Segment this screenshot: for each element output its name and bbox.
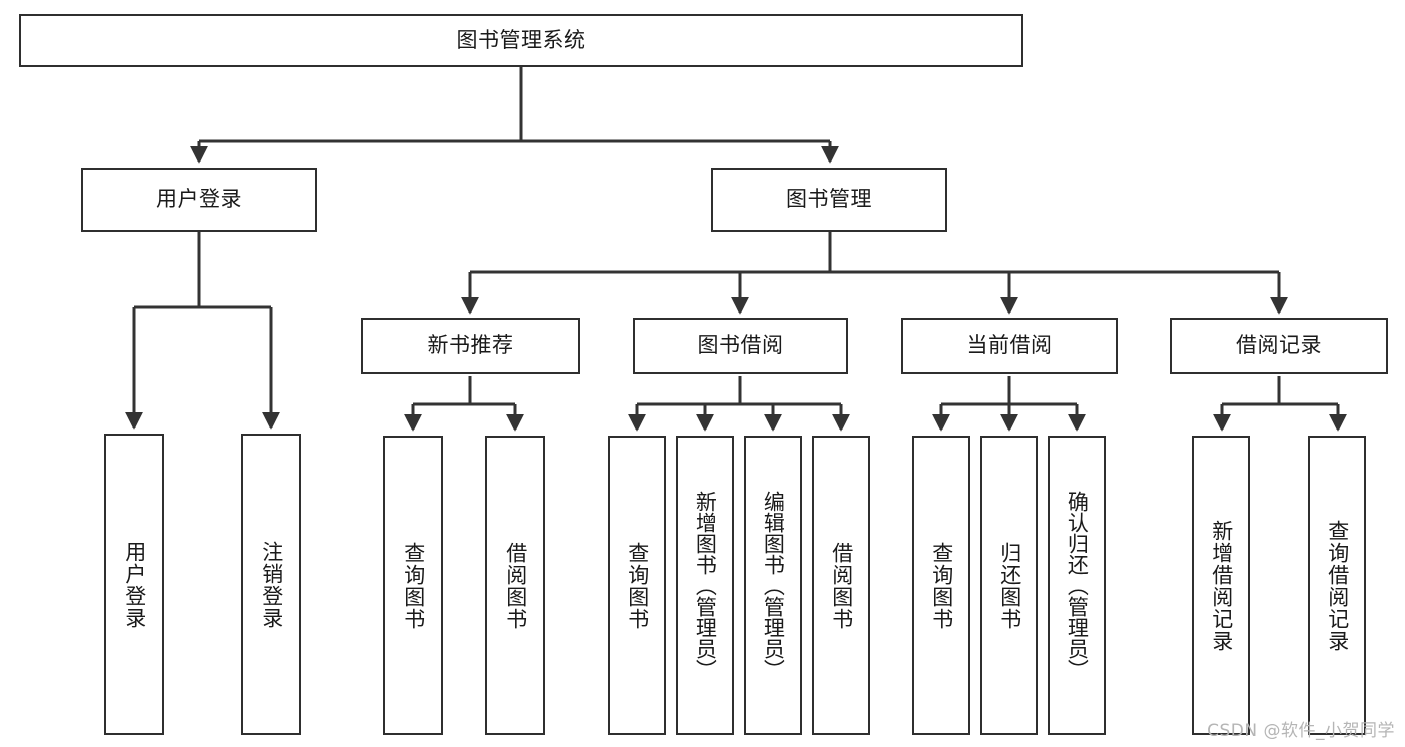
node-label: 查询图书 (625, 541, 650, 630)
node-label: 编辑图书（管理员） (761, 491, 786, 680)
leaf-add-borrow-record[interactable]: 新增借阅记录 (1192, 436, 1250, 735)
node-label: 新书推荐 (427, 333, 514, 358)
node-label: 查询借阅记录 (1325, 519, 1350, 652)
node-label: 新增借阅记录 (1209, 519, 1234, 652)
node-new-book-recommend[interactable]: 新书推荐 (361, 318, 580, 374)
node-borrow-record[interactable]: 借阅记录 (1170, 318, 1388, 374)
node-label: 图书借阅 (697, 333, 784, 358)
node-label: 新增图书（管理员） (693, 491, 718, 680)
leaf-logout[interactable]: 注销登录 (241, 434, 301, 735)
node-label: 查询图书 (401, 541, 426, 630)
node-label: 确认归还（管理员） (1065, 491, 1090, 680)
node-book-management[interactable]: 图书管理 (711, 168, 947, 232)
node-label: 用户登录 (156, 187, 242, 212)
leaf-add-book-admin[interactable]: 新增图书（管理员） (676, 436, 734, 735)
leaf-query-book-recommend[interactable]: 查询图书 (383, 436, 443, 735)
node-user-login[interactable]: 用户登录 (81, 168, 317, 232)
leaf-return-book[interactable]: 归还图书 (980, 436, 1038, 735)
node-book-borrow[interactable]: 图书借阅 (633, 318, 848, 374)
node-label: 图书管理系统 (456, 27, 586, 52)
node-label: 借阅图书 (829, 541, 854, 630)
leaf-query-book-current[interactable]: 查询图书 (912, 436, 970, 735)
leaf-query-borrow-record[interactable]: 查询借阅记录 (1308, 436, 1366, 735)
node-root-system[interactable]: 图书管理系统 (19, 14, 1023, 67)
leaf-confirm-return-admin[interactable]: 确认归还（管理员） (1048, 436, 1106, 735)
node-label: 当前借阅 (966, 333, 1053, 358)
leaf-user-login[interactable]: 用户登录 (104, 434, 164, 735)
node-label: 借阅图书 (503, 541, 528, 630)
node-label: 查询图书 (929, 541, 954, 630)
node-current-borrow[interactable]: 当前借阅 (901, 318, 1118, 374)
leaf-borrow-book[interactable]: 借阅图书 (812, 436, 870, 735)
node-label: 用户登录 (122, 540, 147, 629)
node-label: 图书管理 (786, 187, 872, 212)
node-label: 注销登录 (259, 540, 284, 629)
leaf-query-book-borrow[interactable]: 查询图书 (608, 436, 666, 735)
leaf-edit-book-admin[interactable]: 编辑图书（管理员） (744, 436, 802, 735)
leaf-borrow-book-recommend[interactable]: 借阅图书 (485, 436, 545, 735)
node-label: 归还图书 (997, 541, 1022, 630)
node-label: 借阅记录 (1236, 333, 1322, 358)
